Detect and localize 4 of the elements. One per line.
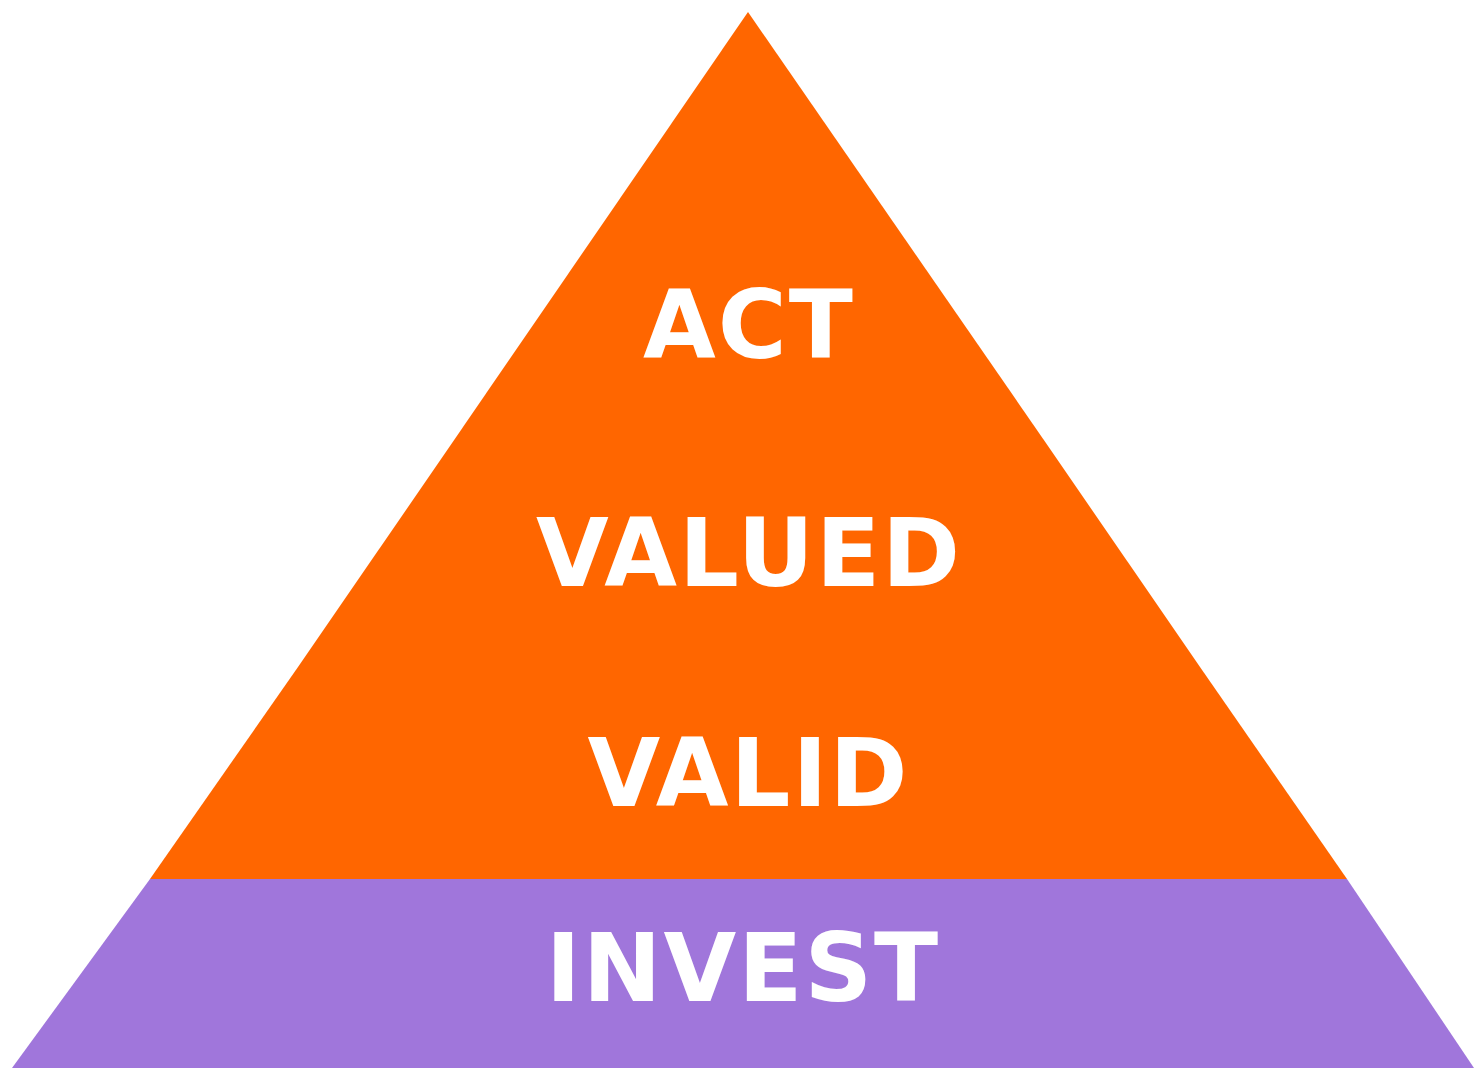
- tier-label: ACT: [643, 279, 855, 373]
- tier-label: VALID: [587, 727, 910, 821]
- tier-label: VALUED: [535, 507, 963, 601]
- tier-label: INVEST: [545, 922, 941, 1016]
